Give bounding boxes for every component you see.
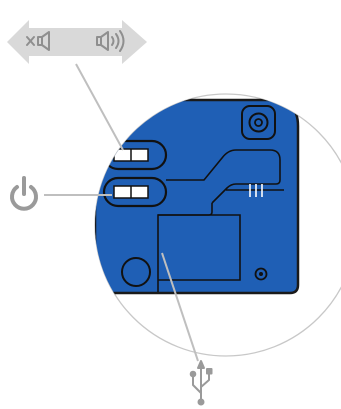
power-switch [102, 176, 168, 208]
volume-up-icon [96, 30, 125, 52]
usb-icon [189, 360, 213, 406]
volume-arrow-shape [7, 20, 147, 64]
volume-callout-line [75, 63, 124, 151]
volume-double-arrow [7, 20, 147, 64]
internal-traces [157, 149, 284, 292]
screw-top-right [241, 105, 276, 140]
volume-mute-icon [26, 31, 50, 51]
power-icon [10, 176, 38, 211]
usb-callout-line [161, 252, 199, 362]
screw-bottom-right [254, 267, 268, 281]
round-button [121, 257, 151, 287]
device-panel [95, 98, 300, 295]
capacitor-component [249, 184, 263, 197]
